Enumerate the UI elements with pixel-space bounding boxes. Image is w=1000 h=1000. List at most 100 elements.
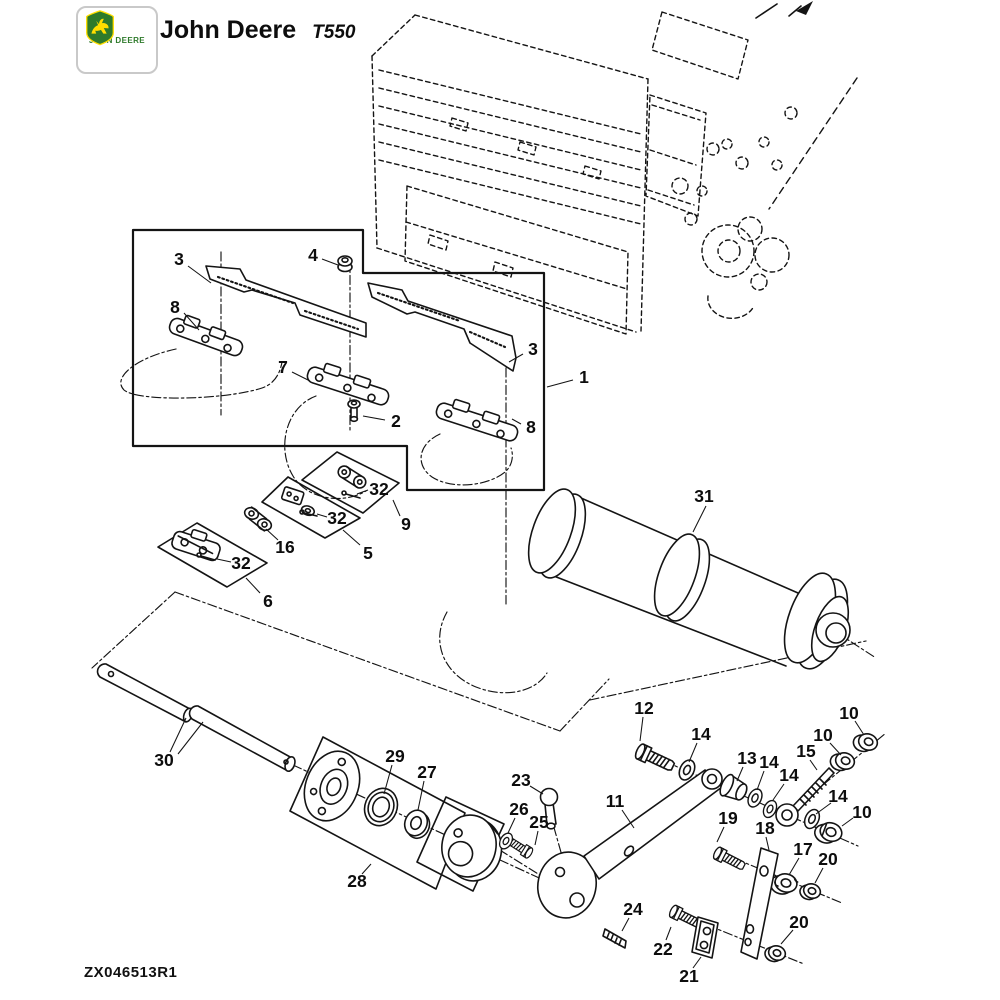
service-kits [157,451,400,588]
leader-line-10 [829,742,842,756]
chain-link-kit-9 [337,465,367,489]
leader-line-3 [508,353,524,363]
bushing-13 [719,773,748,801]
callout-14: 14 [759,752,779,772]
leader-line-25 [534,830,539,846]
callout-32: 32 [231,553,251,573]
flange-nut-4 [337,255,353,273]
leader-line-24 [621,917,630,932]
leader-line-8 [511,418,522,425]
callout-30: 30 [154,750,174,770]
leader-line-12 [639,716,644,742]
john-deere-logo: JOHN DEERE [76,6,158,74]
leader-line-26 [507,817,516,834]
clip-kit-5 [280,486,316,517]
callout-20: 20 [818,849,838,869]
leader-line-15 [809,759,818,771]
callout-10: 10 [852,802,872,822]
callout-26: 26 [509,799,529,819]
callout-25: 25 [529,812,549,832]
leader-line-20 [780,929,794,945]
strap-18 [740,847,779,960]
callout-10: 10 [813,725,833,745]
knife-section-left [205,265,367,338]
callout-8: 8 [526,417,536,437]
callout-14: 14 [828,786,848,806]
leader-line-23 [529,785,544,795]
nut-10a [850,728,881,757]
callout-17: 17 [793,839,812,859]
machine-body-outline [371,11,858,335]
model-number: T550 [312,22,356,43]
leader-line-31 [692,505,707,533]
arm-11 [537,768,723,919]
leader-line-14 [688,742,698,763]
leader-line-14 [772,783,785,801]
callout-22: 22 [653,939,673,959]
knife-clip-left [168,314,244,357]
view-direction-arrow [755,1,813,19]
leader-line-21 [692,956,702,969]
leader-line-3 [187,265,212,284]
drawing-part-code: ZX046513R1 [84,964,178,981]
leader-line-11 [621,809,635,829]
leader-line-32 [316,513,328,518]
callout-5: 5 [363,543,373,563]
callout-14: 14 [691,724,711,744]
leader-line-2 [362,415,386,421]
callout-18: 18 [755,818,775,838]
arm-linkage [496,728,881,966]
callout-6: 6 [263,591,273,611]
leader-line-6 [245,577,261,594]
leader-line-9 [392,499,401,517]
callout-31: 31 [694,486,714,506]
callout-13: 13 [737,748,757,768]
john-deere-logo-icon [86,10,114,46]
leader-line-14 [756,770,765,791]
leader-line-10 [841,817,854,827]
phantom-frame-outline [91,591,867,732]
callout-3: 3 [528,339,538,359]
leader-line-28 [361,863,372,875]
leader-line-13 [736,766,744,782]
nut-20a [797,879,824,904]
callout-20: 20 [789,912,809,932]
leader-line-8 [183,312,200,331]
callout-11: 11 [606,791,625,811]
callout-7: 7 [278,357,288,377]
callout-2: 2 [391,411,401,431]
knife-section-right [367,282,517,372]
nut-20b [762,941,789,966]
knife-clip-center [306,362,390,406]
leader-line-32 [356,489,369,495]
drive-kit [289,736,505,892]
leader-line-10 [854,720,865,736]
leader-line-1 [546,379,574,388]
knife-clip-right [435,398,519,442]
leader-line-7 [291,371,311,382]
leader-line-20 [814,867,824,884]
callout-4: 4 [308,245,318,265]
leader-line-22 [665,926,672,941]
knife-assembly-box [131,228,546,492]
leader-line-4 [321,258,339,266]
clip-kit-6 [171,528,221,562]
callout-19: 19 [718,808,738,828]
callout-10: 10 [839,703,859,723]
link-16 [243,506,273,532]
callout-12: 12 [634,698,654,718]
spring-pin-24 [602,928,627,949]
callout-1: 1 [579,367,589,387]
bearing-29 [363,787,399,827]
leader-line-27 [417,780,425,811]
callout-8: 8 [170,297,180,317]
callout-21: 21 [679,966,699,986]
cotter-pins-32 [196,490,361,561]
callout-3: 3 [174,249,184,269]
callout-9: 9 [401,514,411,534]
leader-line-16 [265,528,279,541]
callout-16: 16 [275,537,295,557]
flange-plate [303,750,361,822]
leader-line-5 [342,529,361,546]
